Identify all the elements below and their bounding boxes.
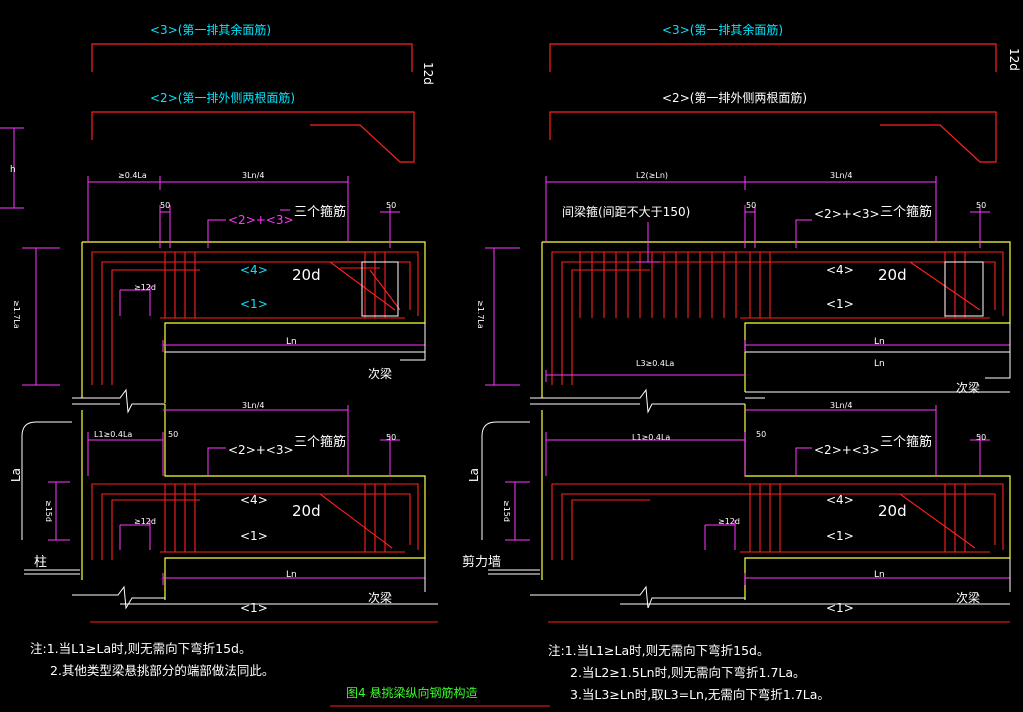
ln-mid-right: Ln (874, 359, 885, 369)
d20-upper-right: 20d (878, 266, 907, 284)
fifty-label-2: 50 (386, 201, 396, 210)
la-label-right: La (467, 468, 481, 482)
ln4-label-mid-right: 3Ln/4 (830, 401, 852, 410)
r23-lower-right: <2>+<3> (814, 443, 880, 457)
fifty-label-4: 50 (386, 433, 396, 442)
three-stirrups-upper-left: 三个箍筋 (294, 204, 346, 220)
fifty-label-6: 50 (976, 201, 986, 210)
column-label: 柱 (34, 555, 47, 570)
r1-lower-left-inner: <1> (240, 529, 268, 543)
r23-upper-left: <2>+<3> (228, 213, 294, 227)
d12b-lower-right: ≥12d (718, 517, 740, 526)
la-bracket-right (481, 421, 1011, 609)
r23-upper-right: <2>+<3> (814, 207, 880, 221)
figure-title: 图4 悬挑梁纵向钢筋构造 (346, 686, 478, 700)
r4-upper-left: <4> (240, 263, 268, 277)
note-left-2: 2.其他类型梁悬挑部分的端部做法同此。 (50, 663, 275, 678)
ln-lower-right: Ln (874, 570, 885, 580)
beam-rebars-upper-right-white (944, 261, 984, 317)
d15-label-left: ≥15d (44, 500, 53, 522)
l3-label: L3≥0.4La (636, 359, 674, 368)
beam-rebars-lower-left (91, 483, 419, 560)
rebar-3-shape-right (549, 43, 997, 72)
fifty-label-7: 50 (756, 430, 766, 439)
r1-upper-right: <1> (826, 297, 854, 311)
ln-lower-left: Ln (286, 570, 297, 580)
three-stirrups-lower-right: 三个箍筋 (880, 434, 932, 450)
l1-label-right: L1≥0.4La (632, 433, 670, 442)
r4-lower-right: <4> (826, 493, 854, 507)
d12-label-left: 12d (421, 62, 435, 85)
r1-lower-right: <1> (826, 601, 854, 615)
r1-lower-left: <1> (240, 601, 268, 615)
dimension-lines-upper-left (22, 176, 426, 386)
r1-upper-left: <1> (240, 297, 268, 311)
rebar-3-shape-left (91, 43, 413, 72)
break-line-middle-left (72, 388, 165, 414)
ln-upper-right: Ln (874, 337, 885, 347)
cantilever-beam-outline-lower-right (541, 404, 1011, 600)
d12b-lower-left: ≥12d (134, 517, 156, 526)
secondary-beam-upper-right (745, 323, 1011, 393)
spacing-label: 间梁箍(间距不大于150) (562, 204, 690, 219)
la04-label-left: ≥0.4La (118, 171, 147, 180)
fifty-label-3: 50 (168, 430, 178, 439)
secondary-beam-upper-right: 次梁 (956, 380, 980, 395)
three-stirrups-upper-right: 三个箍筋 (880, 204, 932, 220)
r23-lower-left: <2>+<3> (228, 443, 294, 457)
rebar3-label-right: <3>(第一排其余面筋) (662, 22, 783, 37)
shear-wall-label: 剪力墙 (462, 554, 501, 570)
rebar3-label-left: <3>(第一排其余面筋) (150, 22, 271, 37)
r4-upper-right: <4> (826, 263, 854, 277)
l1-label-left: L1≥0.4La (94, 430, 132, 439)
secondary-beam-lower-right: 次梁 (956, 590, 980, 605)
rebar-2-shape-right (549, 111, 997, 163)
d12-label-right: 12d (1007, 48, 1021, 71)
secondary-beam-upper-left (165, 323, 426, 361)
cantilever-beam-outline-lower-left (81, 404, 426, 600)
beam-rebars-upper-left (91, 251, 419, 385)
three-stirrups-lower-left: 三个箍筋 (294, 434, 346, 450)
d20-lower-left: 20d (292, 502, 321, 520)
rebar2-label-right: <2>(第一排外侧两根面筋) (662, 90, 807, 105)
fifty-label-1: 50 (160, 201, 170, 210)
ln4-label-upper-left: 3Ln/4 (242, 171, 264, 180)
l2-label: L2(≥Ln) (636, 171, 668, 180)
r1-lower-right-inner: <1> (826, 529, 854, 543)
beam-rebars-upper-right (551, 251, 1004, 385)
fifty-label-5: 50 (746, 201, 756, 210)
dimension-lines-lower-left (48, 405, 426, 585)
secondary-beam-lower-left: 次梁 (368, 590, 392, 605)
secondary-beam-upper-left: 次梁 (368, 366, 392, 381)
d15-label-right: ≥15d (502, 500, 511, 522)
r4-lower-left: <4> (240, 493, 268, 507)
d20-upper-left: 20d (292, 266, 321, 284)
ln4-label-mid-left: 3Ln/4 (242, 401, 264, 410)
rebar2-label-left: <2>(第一排外侧两根面筋) (150, 90, 295, 105)
d12b-upper-left: ≥12d (134, 283, 156, 292)
ln4-label-upper-right: 3Ln/4 (830, 171, 852, 180)
h-dimension-left (0, 127, 24, 209)
beam-rebars-upper-left-white (361, 261, 399, 317)
note-right-1: 注:1.当L1≥La时,则无需向下弯折15d。 (548, 643, 770, 658)
note-right-2: 2.当L2≥1.5Ln时,则无需向下弯折1.7La。 (570, 665, 806, 680)
fifty-label-8: 50 (976, 433, 986, 442)
la-bracket-left (21, 421, 438, 610)
la-label-left: La (9, 468, 23, 482)
break-line-middle-right (530, 388, 765, 414)
rebar-2-shape-left (91, 111, 415, 163)
d17la-upper-left: ≥1.7La (12, 300, 21, 329)
ln-upper-left: Ln (286, 337, 297, 347)
note-right-3: 3.当L3≥Ln时,取L3=Ln,无需向下弯折1.7La。 (570, 687, 830, 702)
note-left-1: 注:1.当L1≥La时,则无需向下弯折15d。 (30, 641, 252, 656)
d17la-upper-right: ≥1.7La (476, 300, 485, 329)
d20-lower-right: 20d (878, 502, 907, 520)
h-label-left: h (10, 165, 16, 175)
beam-rebars-lower-right (551, 483, 1004, 560)
